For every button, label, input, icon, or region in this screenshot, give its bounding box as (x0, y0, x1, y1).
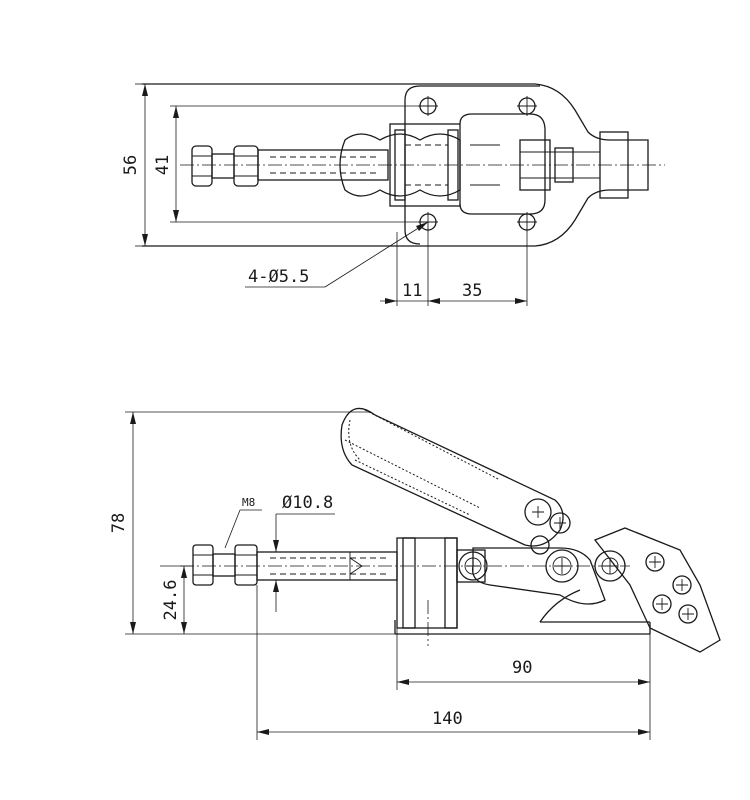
side-linkage-arm (471, 547, 606, 605)
side-bolt (192, 544, 258, 586)
dim-11-label: 11 (402, 281, 422, 301)
thread-label: M8 (242, 496, 255, 509)
dim-plunger-diameter: Ø10.8 (273, 493, 335, 612)
mounting-holes (418, 96, 537, 232)
diameter-label: Ø10.8 (282, 493, 333, 513)
side-view: 78 24.6 M8 Ø10.8 (109, 407, 721, 740)
hole-callout: 4-Ø5.5 (245, 221, 429, 288)
dim-41-label: 41 (153, 155, 173, 175)
side-clamp-tip (593, 527, 721, 653)
dim-hole-pitch: 11 35 (380, 232, 528, 306)
dim-hole-spacing: 41 (153, 105, 420, 223)
hole-callout-label: 4-Ø5.5 (248, 267, 309, 287)
dim-overall-length: 140 (256, 585, 650, 740)
top-view: 56 41 4-Ø5.5 11 35 (121, 83, 665, 306)
side-body (396, 537, 458, 646)
dim-56-label: 56 (121, 155, 141, 175)
dim-90-label: 90 (512, 658, 532, 678)
top-handle (459, 113, 546, 215)
dim-overall-width: 56 (121, 83, 148, 247)
dim-140-label: 140 (432, 709, 463, 729)
thread-callout: M8 (224, 496, 262, 549)
dim-plunger-height: 24.6 (160, 565, 193, 634)
dim-35-label: 35 (462, 281, 482, 301)
top-body (339, 133, 461, 197)
dim-overall-height: 78 (109, 411, 395, 635)
dim-24-6-label: 24.6 (161, 580, 181, 621)
side-base (394, 589, 651, 635)
dim-base-length: 90 (396, 628, 651, 740)
top-bolt (191, 145, 259, 187)
top-flange (404, 85, 540, 245)
side-handle (340, 407, 571, 555)
dim-78-label: 78 (109, 513, 129, 533)
